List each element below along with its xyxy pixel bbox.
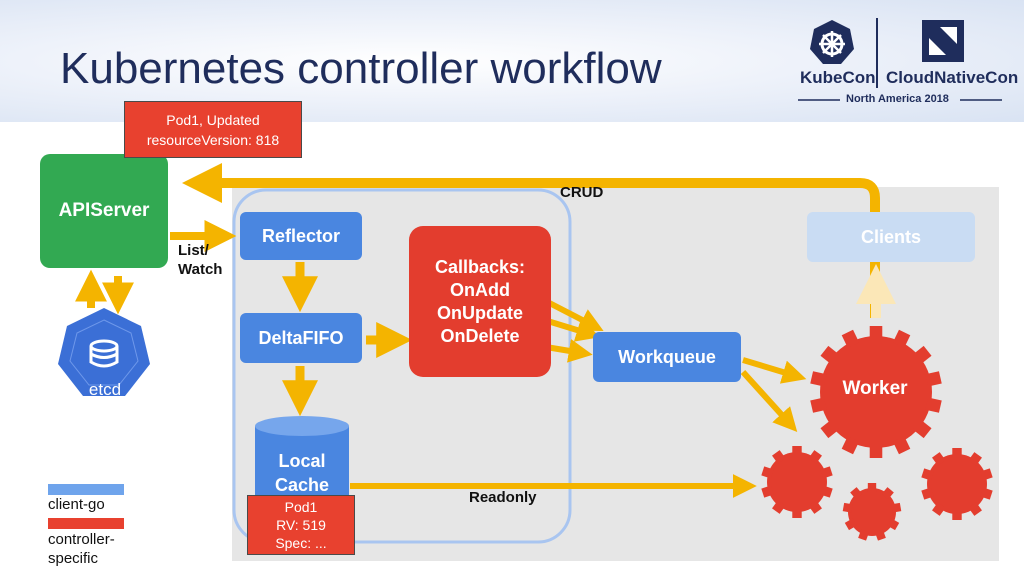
kubecon-wordmark: KubeCon bbox=[800, 68, 876, 87]
legend-cs-line1: controller- bbox=[48, 531, 115, 548]
legend-controller-specific-label: controller- specific bbox=[48, 530, 138, 568]
callback-onupdate: OnUpdate bbox=[436, 302, 523, 323]
cncf-logo-icon bbox=[922, 20, 964, 62]
note-top-line2: resourceVersion: 818 bbox=[146, 131, 280, 148]
reflector-node: Reflector bbox=[240, 212, 362, 260]
note-bottom-line1: Pod1 bbox=[284, 499, 318, 515]
event-underline bbox=[798, 99, 1002, 101]
readonly-label: Readonly bbox=[469, 489, 537, 506]
worker-gear-2 bbox=[761, 446, 833, 518]
client-go-informer-outline bbox=[232, 188, 572, 544]
list-watch-line1: List/ bbox=[178, 242, 209, 259]
legend-client-go-label: client-go bbox=[48, 496, 105, 513]
callbacks-title: Callbacks: bbox=[434, 256, 526, 277]
etcd-icon bbox=[58, 308, 150, 396]
deltafifo-node: DeltaFIFO bbox=[240, 313, 362, 363]
cached-pod-note: Pod1 RV: 519 Spec: ... bbox=[247, 495, 355, 555]
cloudnativecon-wordmark: CloudNativeCon bbox=[886, 68, 1019, 87]
workqueue-to-worker2-arrow bbox=[740, 369, 798, 433]
clients-node: Clients bbox=[807, 212, 975, 262]
list-watch-label: List/ Watch bbox=[178, 241, 222, 279]
callback-onadd: OnAdd bbox=[449, 279, 510, 300]
etcd-label: etcd bbox=[88, 380, 122, 399]
crud-arrow bbox=[182, 163, 880, 318]
worker-gear-3 bbox=[842, 483, 902, 541]
branding-divider bbox=[876, 18, 878, 88]
callbacks-node: Callbacks: OnAdd OnUpdate OnDelete bbox=[409, 226, 551, 377]
note-bottom-line3: Spec: ... bbox=[275, 535, 327, 551]
note-top-line1: Pod1, Updated bbox=[166, 111, 260, 128]
legend-client-go-swatch bbox=[48, 484, 124, 495]
crud-label: CRUD bbox=[560, 184, 604, 201]
workqueue-to-worker-arrow bbox=[742, 357, 807, 384]
local-cache-line1: Local bbox=[278, 451, 326, 471]
worker-label: Worker bbox=[842, 378, 908, 399]
apiserver-node: APIServer bbox=[40, 154, 168, 268]
worker-gear-main bbox=[810, 326, 942, 458]
kubernetes-helm-wheel-icon bbox=[810, 20, 854, 64]
legend-cs-line2: specific bbox=[48, 550, 99, 567]
note-bottom-line2: RV: 519 bbox=[276, 517, 326, 533]
event-name: North America 2018 bbox=[846, 93, 949, 105]
pod-update-note: Pod1, Updated resourceVersion: 818 bbox=[124, 101, 302, 158]
callback-ondelete: OnDelete bbox=[440, 325, 520, 346]
page-title: Kubernetes controller workflow bbox=[60, 44, 662, 93]
legend-controller-specific-swatch bbox=[48, 518, 124, 529]
worker-gear-4 bbox=[921, 448, 993, 520]
workqueue-node: Workqueue bbox=[593, 332, 741, 382]
list-watch-line2: Watch bbox=[178, 261, 223, 278]
local-cache-label: Local Cache bbox=[255, 449, 349, 497]
local-cache-line2: Cache bbox=[274, 475, 330, 495]
